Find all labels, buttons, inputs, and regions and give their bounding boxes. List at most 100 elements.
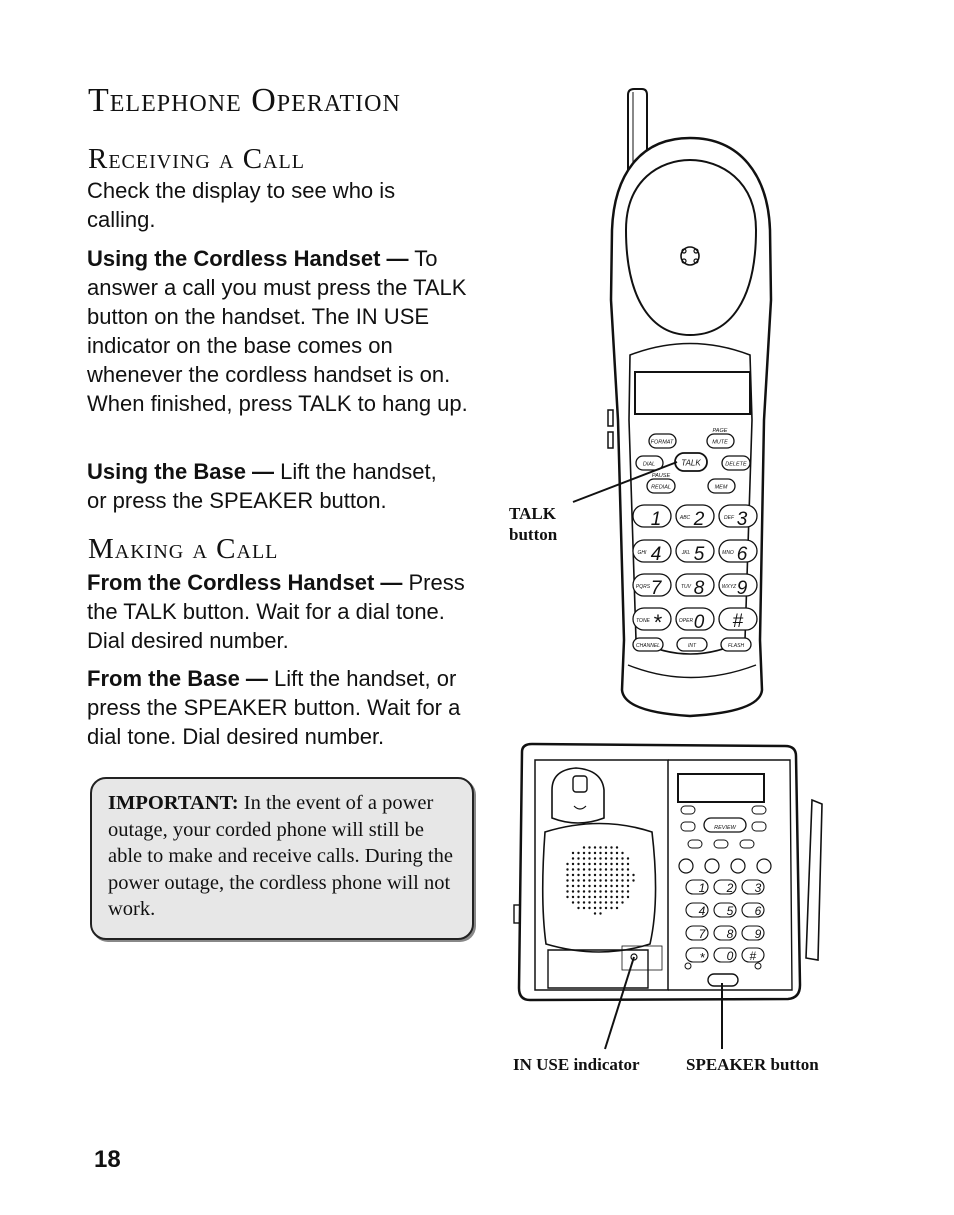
- grille-dot: [615, 879, 619, 882]
- grille-dot: [593, 884, 597, 888]
- grille-dot: [599, 895, 602, 899]
- grille-dot: [626, 868, 630, 871]
- format-key: [648, 433, 677, 449]
- grille-dot: [588, 846, 591, 849]
- grille-dot: [599, 901, 602, 904]
- receiving-base-text: Lift the handset, or press the SPEAKER b…: [87, 459, 437, 513]
- in-use-callout-line: [604, 956, 635, 1050]
- grille-dot: [593, 901, 597, 904]
- grille-dot: [593, 868, 597, 871]
- talk-callout-line2: button: [509, 525, 558, 544]
- grille-dot: [588, 873, 591, 877]
- grille-dot: [582, 846, 586, 849]
- grille-dot: [582, 879, 586, 882]
- grille-dot: [577, 873, 580, 877]
- grille-dot: [588, 884, 591, 888]
- grille-dot: [571, 884, 575, 888]
- key-0: [675, 607, 715, 631]
- grille-dot: [610, 879, 613, 882]
- key-7: [632, 573, 672, 597]
- grille-dot: [593, 846, 597, 849]
- grille-dot: [566, 868, 569, 871]
- grille-dot: [577, 851, 580, 855]
- digit-star: *: [653, 610, 663, 635]
- digit-keys: [632, 504, 758, 631]
- digit-2: 2: [693, 509, 705, 530]
- tone-label: TONE: [636, 618, 650, 624]
- making-cordless-lead: From the Cordless Handset —: [87, 570, 403, 595]
- section-heading-receiving: Receiving a Call: [88, 143, 305, 175]
- page-number: 18: [94, 1146, 121, 1173]
- grille-dot: [582, 873, 586, 877]
- grille-dot: [615, 851, 619, 855]
- base-digit-1: 1: [699, 881, 706, 895]
- grille-dot: [610, 846, 613, 849]
- important-lead: IMPORTANT:: [108, 792, 239, 814]
- grille-dot: [599, 879, 602, 882]
- digit-8: 8: [694, 578, 705, 599]
- talk-callout-line1: TALK: [509, 504, 556, 523]
- grille-dot: [593, 862, 597, 866]
- base-digit-3: 3: [755, 881, 762, 895]
- grille-dot: [588, 868, 591, 871]
- grille-dot: [615, 890, 619, 893]
- grille-dot: [604, 846, 608, 849]
- key-hash: [718, 607, 758, 631]
- int-key: [676, 637, 708, 652]
- important-note-box: IMPORTANT: In the event of a power outag…: [90, 777, 474, 940]
- grille-dot: [593, 906, 597, 910]
- grille-dot: [599, 906, 602, 910]
- grille-dot: [610, 890, 613, 893]
- key-1: [632, 504, 672, 528]
- redial-key: [646, 478, 676, 494]
- grille-dot: [582, 895, 586, 899]
- digit-7: 7: [651, 578, 663, 599]
- grille-dot: [615, 901, 619, 904]
- grille-dot: [621, 884, 624, 888]
- grille-dot: [615, 857, 619, 860]
- oper-label: OPER: [679, 618, 694, 624]
- grille-dot: [577, 895, 580, 899]
- grille-dot: [626, 873, 630, 877]
- grille-dot: [588, 890, 591, 893]
- key-2: [675, 504, 715, 528]
- base-digit-9: 9: [755, 927, 762, 941]
- grille-dot: [615, 862, 619, 866]
- grille-dot: [577, 906, 580, 910]
- key-9: [718, 573, 758, 597]
- grille-dot: [571, 873, 575, 877]
- grille-dot: [599, 873, 602, 877]
- digit-3: 3: [737, 509, 748, 530]
- grille-dot: [610, 901, 613, 904]
- base-digit-star: *: [699, 950, 705, 965]
- talk-button-callout: TALK button: [509, 503, 557, 545]
- digit-4: 4: [651, 544, 662, 565]
- grille-dot: [582, 857, 586, 860]
- grille-dot: [626, 879, 630, 882]
- grille-dot: [566, 884, 569, 888]
- flash-key: [720, 637, 752, 652]
- receiving-cordless-paragraph: Using the Cordless Handset — To answer a…: [87, 244, 472, 418]
- page-title: Telephone Operation: [88, 82, 401, 119]
- jkl-label: JKL: [681, 550, 691, 556]
- base-digit-0: 0: [727, 949, 734, 963]
- grille-dot: [604, 851, 608, 855]
- grille-dot: [610, 895, 613, 899]
- grille-dot: [588, 857, 591, 860]
- grille-dot: [626, 884, 630, 888]
- grille-dot: [604, 890, 608, 893]
- grille-dot: [615, 906, 619, 910]
- base-key-labels: REVIEW 1 2 3 4 5 6 7 8 9 * 0 #: [699, 825, 762, 965]
- review-label: REVIEW: [714, 825, 737, 831]
- grille-dot: [577, 884, 580, 888]
- in-use-indicator-callout: IN USE indicator: [513, 1055, 640, 1074]
- grille-dot: [610, 851, 613, 855]
- grille-dot: [604, 879, 608, 882]
- grille-dot: [599, 884, 602, 888]
- grille-dot: [604, 862, 608, 866]
- grille-dot: [566, 890, 569, 893]
- digit-5: 5: [694, 544, 705, 565]
- pqrs-label: PQRS: [636, 584, 651, 590]
- redial-key-label: REDIAL: [651, 485, 671, 491]
- receiving-intro: Check the display to see who is calling.: [87, 178, 396, 232]
